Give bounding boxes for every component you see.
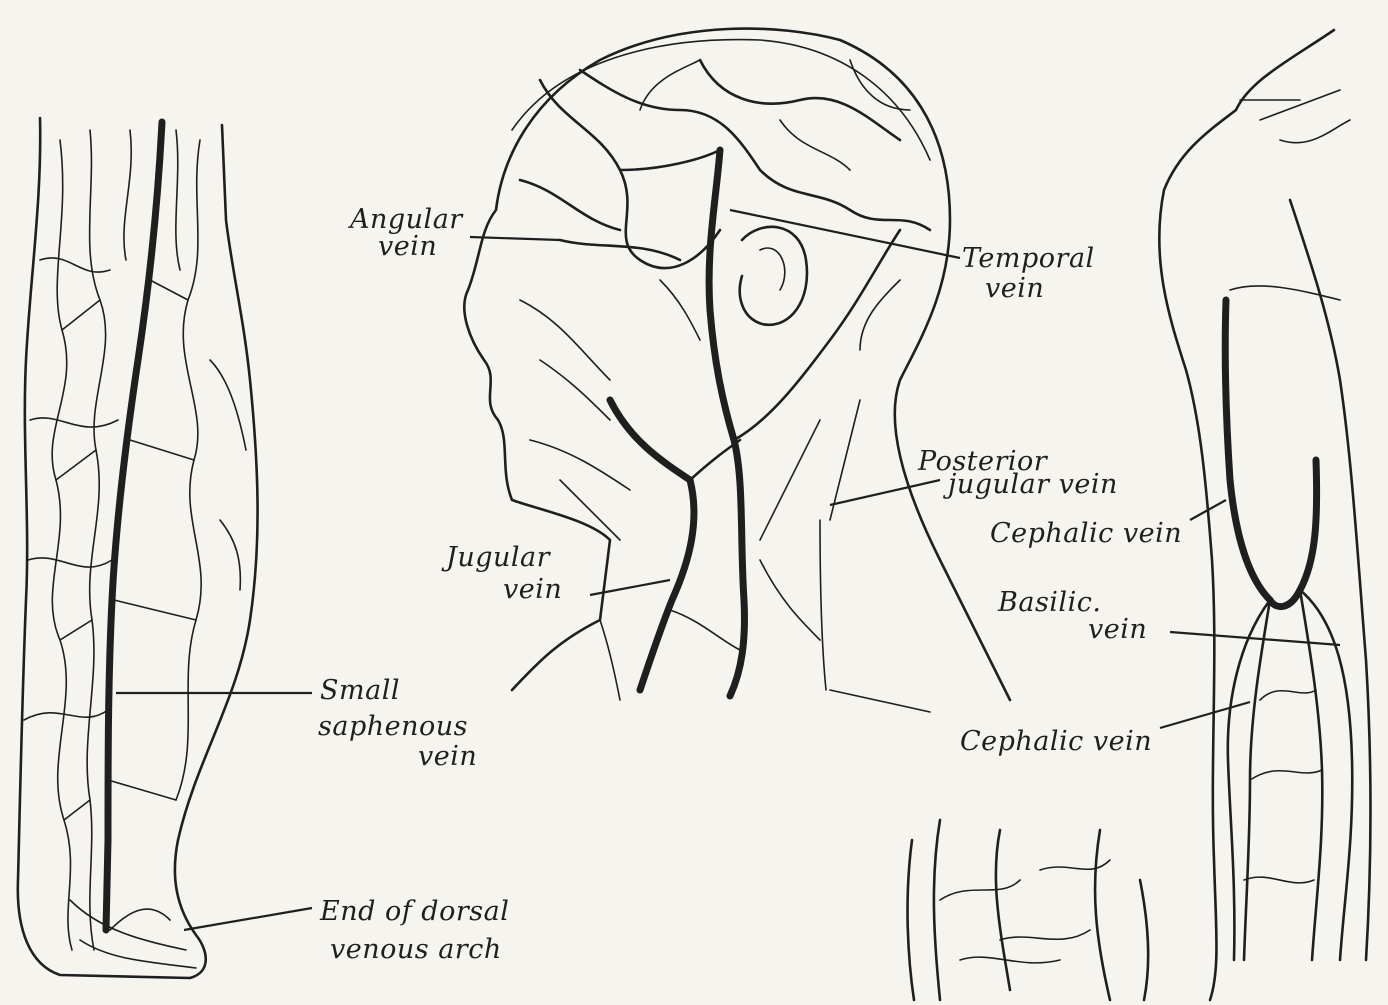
label-end-of-dorsal-venous-arch: End of dorsal venous arch (319, 896, 509, 965)
head-drawing (464, 29, 1010, 712)
label-cephalic-vein-lower: Cephalic vein (960, 726, 1152, 757)
svg-text:vein: vein (985, 273, 1044, 304)
leader-cephalic-lower (1160, 702, 1250, 728)
basilic-vein-line-1: Basilic. (997, 587, 1101, 618)
arm-drawing (1159, 30, 1370, 1000)
jugular-vein-line-2: vein (503, 574, 562, 605)
angular-vein-line-2: vein (378, 231, 437, 262)
svg-text:Jugular: Jugular (441, 542, 552, 573)
jugular-vein-line-1: Jugular (441, 542, 552, 573)
svg-text:Temporal: Temporal (962, 243, 1095, 274)
small-saphenous-line-1: Small (320, 675, 400, 706)
label-jugular-vein: Jugular vein (441, 542, 562, 605)
label-posterior-jugular-vein: Posterior jugular vein (917, 446, 1118, 500)
svg-text:Cephalic vein: Cephalic vein (990, 518, 1182, 549)
small-saphenous-line-3: vein (418, 741, 477, 772)
leader-lines (116, 210, 1340, 930)
label-angular-vein: Angular vein (347, 204, 464, 262)
svg-text:Basilic.: Basilic. (997, 587, 1101, 618)
cephalic-lower-line-1: Cephalic vein (960, 726, 1152, 757)
dorsal-arch-line-2: venous arch (330, 934, 502, 965)
svg-text:vein: vein (418, 741, 477, 772)
dorsal-arch-line-1: End of dorsal (319, 896, 509, 927)
leader-basilic (1170, 632, 1340, 645)
leader-dorsal-arch (184, 908, 312, 930)
svg-text:vein: vein (503, 574, 562, 605)
svg-text:vein: vein (1088, 614, 1147, 645)
label-cephalic-vein-upper: Cephalic vein (990, 518, 1182, 549)
label-small-saphenous-vein: Small saphenous vein (318, 675, 477, 772)
label-basilic-vein: Basilic. vein (997, 587, 1147, 645)
svg-text:saphenous: saphenous (318, 711, 468, 742)
leader-temporal (730, 210, 960, 258)
leader-posterior-jugular (830, 480, 940, 505)
temporal-vein-line-1: Temporal (962, 243, 1095, 274)
svg-text:End of dorsal: End of dorsal (319, 896, 509, 927)
svg-text:Small: Small (320, 675, 400, 706)
label-temporal-vein: Temporal vein (962, 243, 1095, 304)
small-saphenous-line-2: saphenous (318, 711, 468, 742)
cephalic-upper-line-1: Cephalic vein (990, 518, 1182, 549)
basilic-vein-line-2: vein (1088, 614, 1147, 645)
posterior-jugular-line-2: jugular vein (943, 469, 1118, 500)
svg-text:venous arch: venous arch (330, 934, 502, 965)
temporal-vein-line-2: vein (985, 273, 1044, 304)
lower-leg-drawing (18, 118, 258, 978)
hand-fragment-drawing (908, 820, 1149, 1000)
svg-text:vein: vein (378, 231, 437, 262)
leader-jugular (590, 580, 670, 595)
svg-text:Cephalic vein: Cephalic vein (960, 726, 1152, 757)
svg-text:jugular vein: jugular vein (943, 469, 1118, 500)
